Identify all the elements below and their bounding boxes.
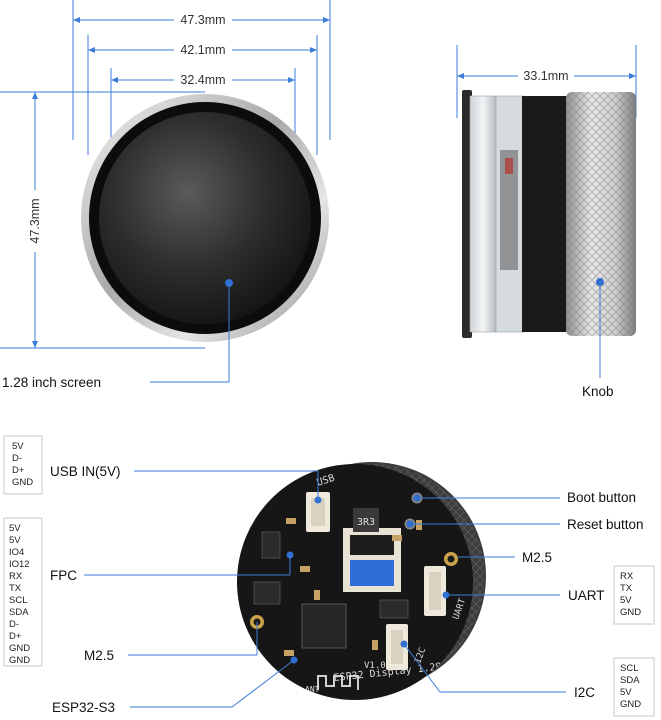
reset-button-label: Reset button [567,517,644,532]
m25-left-label: M2.5 [84,648,114,663]
usb-in-label: USB IN(5V) [50,464,121,479]
back-plate [462,90,472,338]
fpc-label: FPC [50,568,77,583]
usb-pin-box: 5V D- D+ GND [3,435,43,495]
knob-label: Knob [582,384,614,399]
fpc-pins: 5V 5V IO4 IO12 RX TX SCL SDA D- D+ GND G… [9,523,33,666]
usb-pins: 5V D- D+ GND [12,441,33,488]
i2c-pin-box: SCL SDA 5V GND [613,657,655,717]
dim-mid-width: 42.1mm [180,43,225,57]
clear-layer [469,95,497,333]
i2c-label: I2C [574,685,595,700]
front-view: 47.3mm 42.1mm 32.4mm 47.3mm 1.28 inch sc… [0,0,331,390]
svg-text:ANT: ANT [305,685,320,694]
svg-text:USB: USB [316,473,337,489]
dim-screen-width: 32.4mm [180,73,225,87]
esp32-label: ESP32-S3 [52,700,115,715]
dim-height: 47.3mm [28,198,42,243]
pcb-view: 3R3 [3,435,655,717]
dim-outer-width: 47.3mm [180,13,225,27]
uart-pin-box: RX TX 5V GND [613,565,655,625]
boot-button-label: Boot button [567,490,636,505]
dim-depth: 33.1mm [523,69,568,83]
black-body [522,96,568,332]
side-view: 33.1mm Knob [456,45,637,399]
round-screen [99,112,311,324]
uart-pins: RX TX 5V GND [620,571,641,618]
fpc-ribbon [350,560,394,586]
uart-label: UART [568,588,605,603]
inductor [353,508,379,532]
i2c-pins: SCL SDA 5V GND [620,663,642,710]
fpc-pin-box: 5V 5V IO4 IO12 RX TX SCL SDA D- D+ GND G… [3,517,43,667]
esp32-chip [301,603,347,649]
m25-right-label: M2.5 [522,550,552,565]
screen-label: 1.28 inch screen [2,375,101,390]
pcb-antenna [317,675,359,690]
svg-text:V1.0: V1.0 [364,661,386,671]
svg-text:3R3: 3R3 [357,517,375,528]
